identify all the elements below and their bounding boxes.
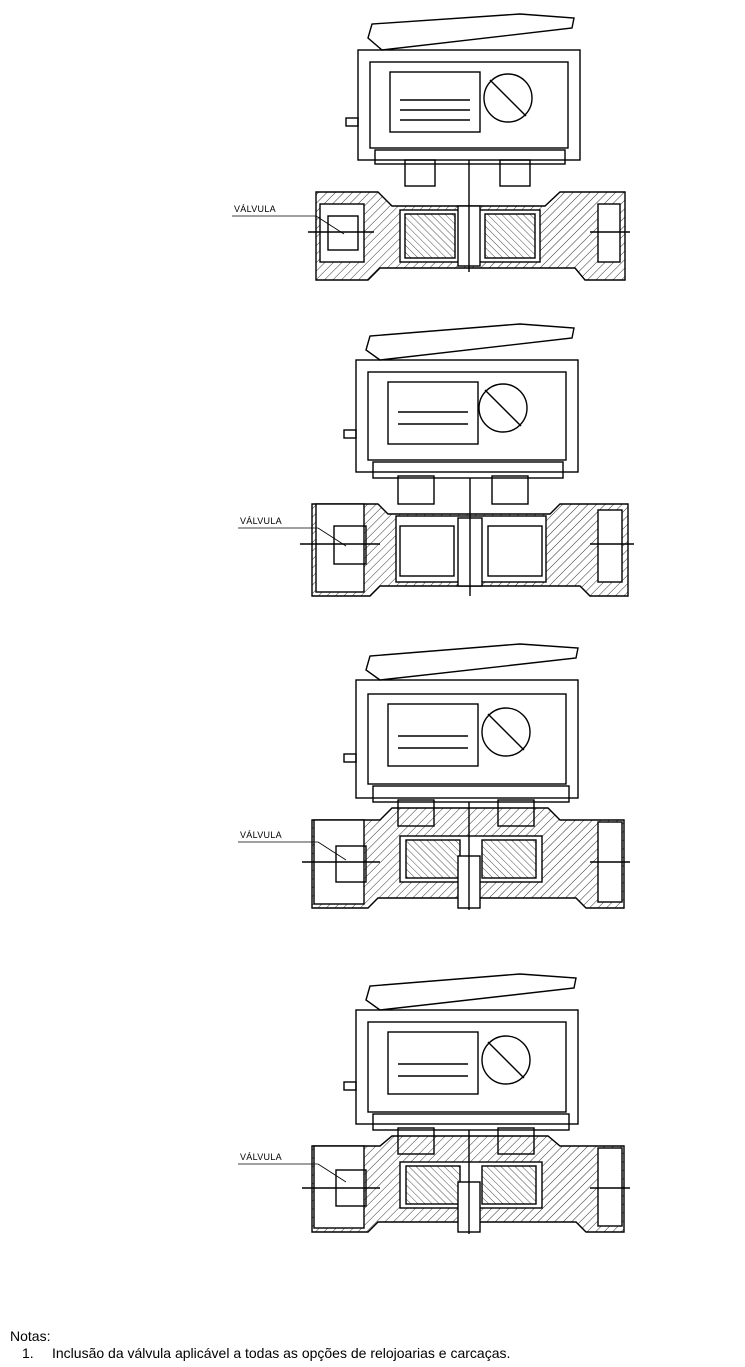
valve-callout-1: VÁLVULA bbox=[232, 204, 345, 235]
valve-callout-4: VÁLVULA bbox=[238, 1152, 347, 1183]
meter-section-drawing-3: VÁLVULA bbox=[0, 640, 745, 940]
note-number: 1. bbox=[22, 1345, 34, 1361]
meter-section-drawing-4: VÁLVULA bbox=[0, 970, 745, 1270]
valve-callout-3: VÁLVULA bbox=[238, 830, 347, 861]
notes-section: Notas: 1. Inclusão da válvula aplicável … bbox=[10, 1328, 745, 1362]
valve-label: VÁLVULA bbox=[240, 1152, 282, 1162]
valve-label: VÁLVULA bbox=[234, 204, 276, 214]
notes-title: Notas: bbox=[10, 1328, 51, 1344]
valve-label: VÁLVULA bbox=[240, 516, 282, 526]
notes-list: 1. Inclusão da válvula aplicável a todas… bbox=[10, 1345, 745, 1362]
note-item: 1. Inclusão da válvula aplicável a todas… bbox=[10, 1345, 745, 1362]
valve-label: VÁLVULA bbox=[240, 830, 282, 840]
valve-callout-2: VÁLVULA bbox=[238, 516, 347, 547]
meter-section-drawing-1: VÁLVULA bbox=[0, 10, 745, 310]
meter-section-drawing-2: VÁLVULA bbox=[0, 320, 745, 620]
note-text: Inclusão da válvula aplicável a todas as… bbox=[52, 1345, 511, 1361]
